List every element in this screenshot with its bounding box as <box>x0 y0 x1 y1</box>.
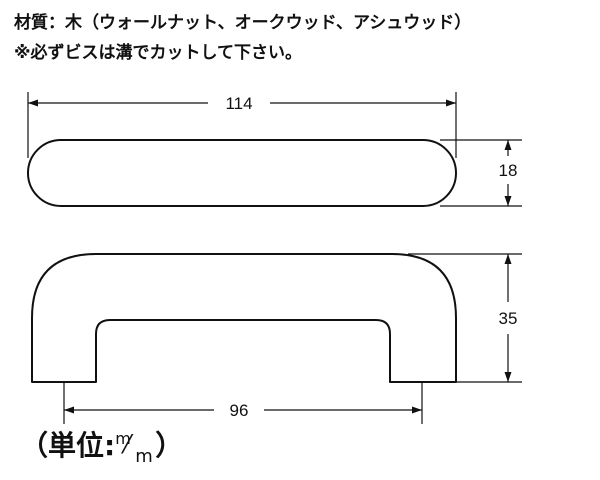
unit-label: （単位:m⁄m） <box>20 426 184 467</box>
spec-header: 材質：木（ウォールナット、オークウッド、アシュウッド） ※必ずビスは溝でカットし… <box>14 8 594 68</box>
material-text: 材質：木（ウォールナット、オークウッド、アシュウッド） <box>14 13 472 33</box>
handle-top-view <box>27 139 457 207</box>
handle-side-view <box>31 253 457 383</box>
dimension-top-height: 18 <box>440 139 522 207</box>
dimension-inner-span: 96 <box>63 382 423 424</box>
dimension-overall-length: 114 <box>27 92 457 158</box>
dimension-label-18: 18 <box>499 161 518 180</box>
dimension-label-114: 114 <box>225 94 252 113</box>
unit-slash: ⁄ <box>125 430 130 460</box>
unit-numerator: m <box>115 429 131 448</box>
dimension-label-35: 35 <box>499 309 518 328</box>
unit-denominator: m <box>135 446 153 467</box>
unit-mm-fraction: m⁄m <box>115 427 155 467</box>
dimension-side-height: 35 <box>408 253 522 383</box>
dimension-label-96: 96 <box>230 401 249 420</box>
unit-text: 単位: <box>48 429 116 462</box>
screw-note-text: ※必ずビスは溝でカットして下さい。 <box>14 43 303 63</box>
unit-open-paren: （ <box>20 429 49 462</box>
unit-close-paren: ） <box>155 429 184 462</box>
